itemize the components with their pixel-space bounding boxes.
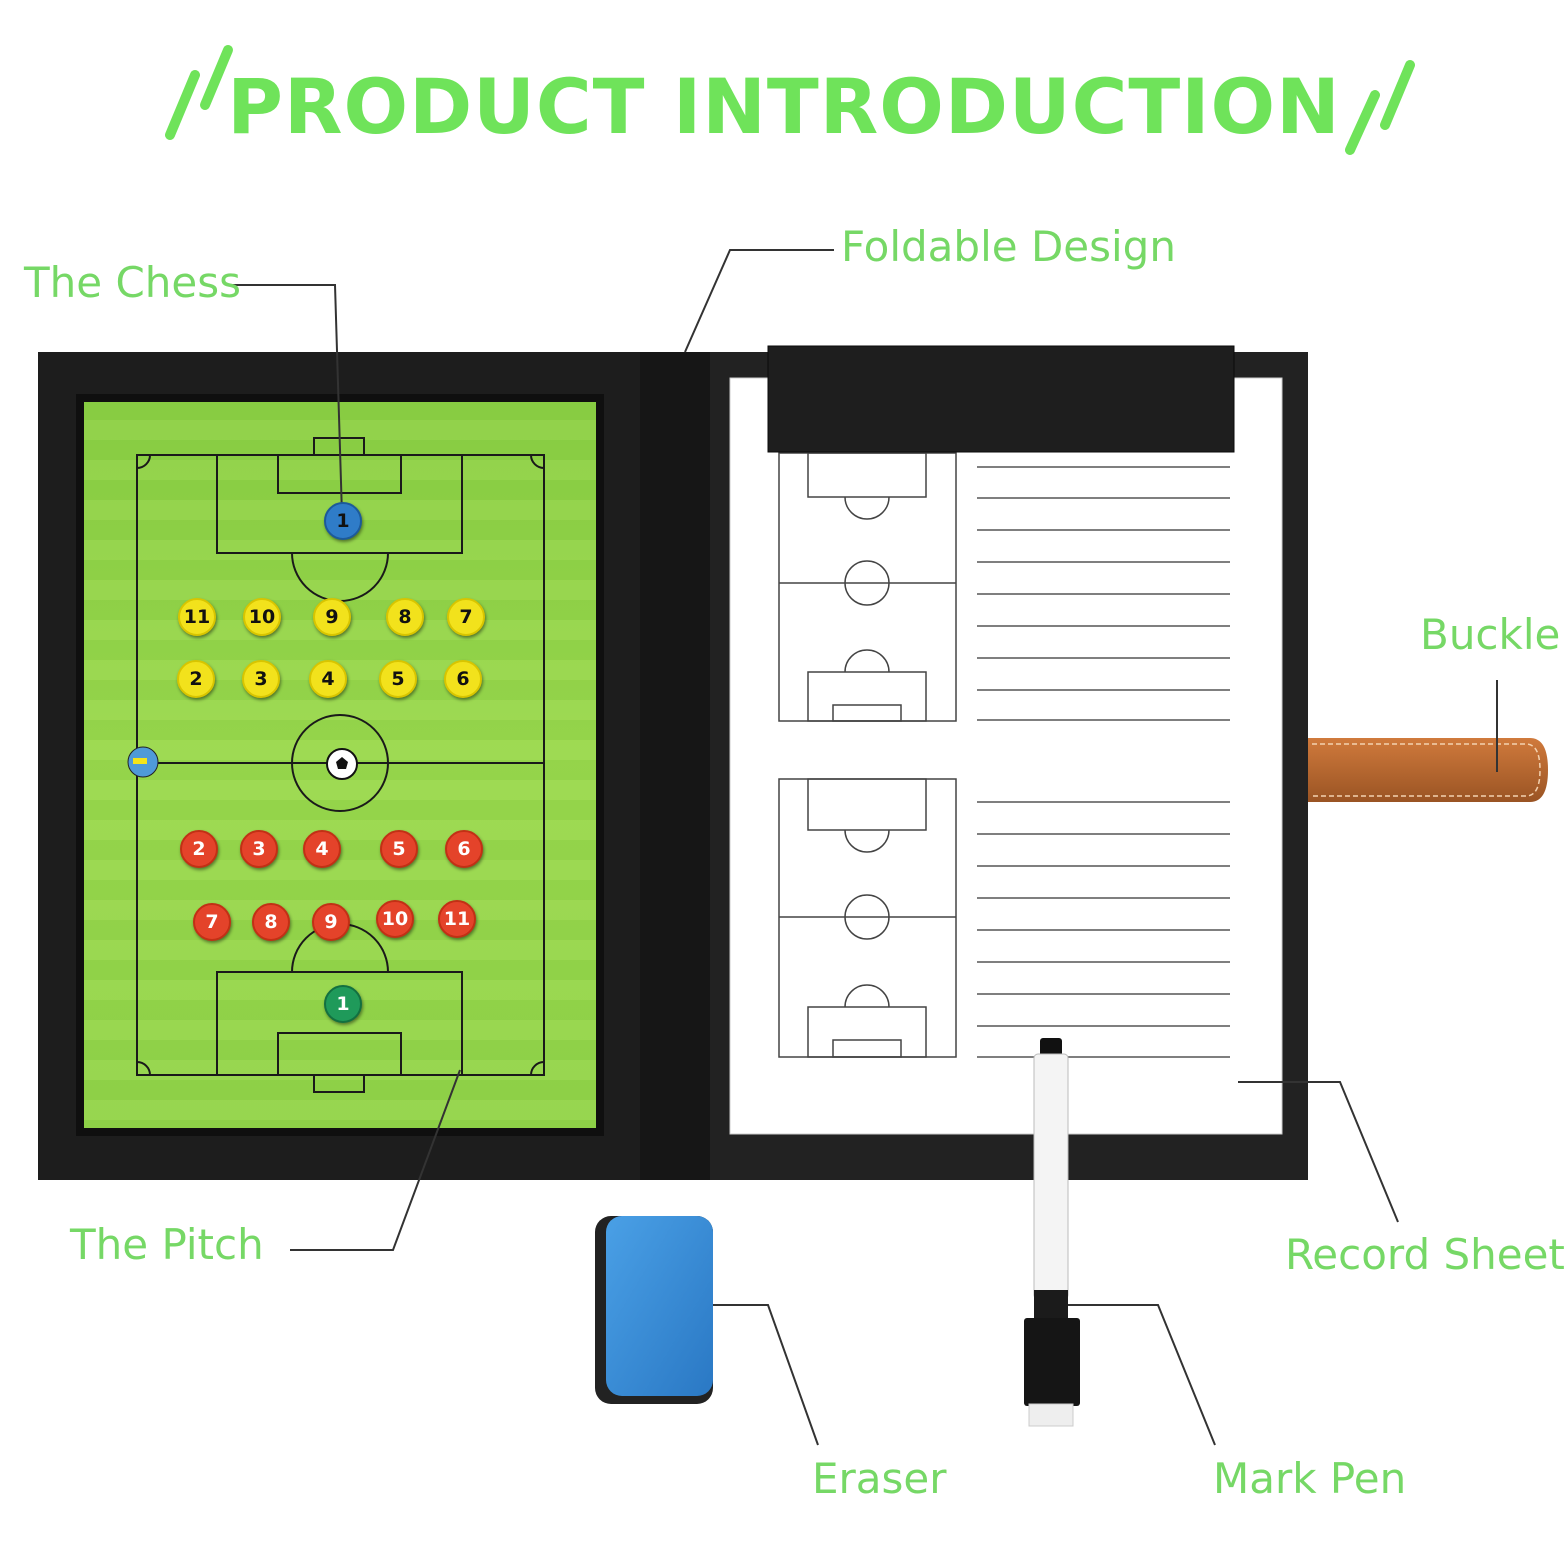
yellow-piece[interactable]: 8 [386, 598, 424, 636]
sheet-mini-pitch-1 [778, 452, 957, 722]
yellow-piece[interactable]: 6 [444, 660, 482, 698]
red-piece[interactable]: 9 [312, 903, 350, 941]
red-piece[interactable]: 6 [445, 830, 483, 868]
red-piece[interactable]: 11 [438, 900, 476, 938]
eraser-icon [595, 1216, 713, 1404]
keeper-piece-top[interactable]: 1 [324, 502, 362, 540]
mark-pen-icon [1024, 1038, 1080, 1427]
red-piece[interactable]: 2 [180, 830, 218, 868]
yellow-piece[interactable]: 2 [177, 660, 215, 698]
sheet-lines [977, 466, 1230, 1058]
yellow-piece[interactable]: 9 [313, 598, 351, 636]
label-the-chess: The Chess [24, 258, 242, 307]
chess-leader [230, 284, 343, 516]
red-piece[interactable]: 5 [380, 830, 418, 868]
red-piece[interactable]: 8 [252, 903, 290, 941]
bottom-goal [313, 1074, 365, 1093]
callout-lines [230, 249, 1498, 1446]
foldable-leader [684, 249, 834, 353]
yellow-piece[interactable]: 11 [178, 598, 216, 636]
keeper-piece-bottom[interactable]: 1 [324, 985, 362, 1023]
yellow-piece[interactable]: 3 [242, 660, 280, 698]
yellow-piece[interactable]: 10 [243, 598, 281, 636]
title-slash-right [1345, 60, 1415, 155]
yellow-piece[interactable]: 5 [379, 660, 417, 698]
label-eraser: Eraser [812, 1454, 947, 1503]
red-piece[interactable]: 10 [376, 900, 414, 938]
red-piece[interactable]: 3 [240, 830, 278, 868]
yellow-piece[interactable]: 4 [309, 660, 347, 698]
label-buckle: Buckle [1420, 610, 1561, 659]
eraser-leader [713, 1304, 819, 1446]
yellow-piece[interactable]: 7 [447, 598, 485, 636]
red-piece[interactable]: 4 [303, 830, 341, 868]
sheet-mini-pitch-2 [778, 778, 957, 1058]
record-sheet [729, 345, 1283, 1135]
title-slash-left [165, 45, 233, 140]
ball-icon [326, 748, 358, 780]
mark-pen-leader [1068, 1304, 1216, 1446]
page-title: PRODUCT INTRODUCTION [227, 62, 1341, 151]
folder-spine [640, 352, 710, 1180]
red-piece[interactable]: 7 [193, 903, 231, 941]
whistle-icon [127, 746, 159, 778]
label-mark-pen: Mark Pen [1213, 1454, 1407, 1503]
label-record-sheet: Record Sheet [1285, 1230, 1565, 1279]
label-the-pitch: The Pitch [70, 1220, 264, 1269]
pitch-leader [290, 1069, 461, 1251]
label-foldable-design: Foldable Design [841, 222, 1176, 271]
record-sheet-leader [1238, 1081, 1399, 1223]
sheet-clip-strap [767, 345, 1235, 453]
buckle-strap [1308, 738, 1548, 802]
